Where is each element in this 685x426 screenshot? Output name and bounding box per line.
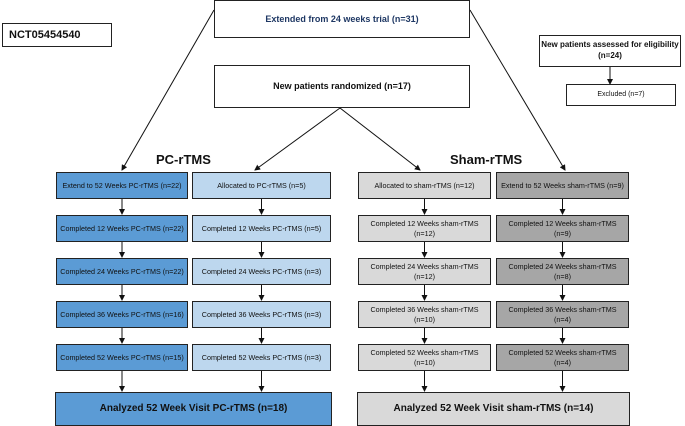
pc-new-stage-1: Completed 12 Weeks PC-rTMS (n=5) <box>192 215 331 242</box>
pc-new-stage-4: Completed 52 Weeks PC-rTMS (n=3) <box>192 344 331 371</box>
pc-new-stage-0: Allocated to PC-rTMS (n=5) <box>192 172 331 199</box>
sham-new-stage-0: Allocated to sham-rTMS (n=12) <box>358 172 491 199</box>
sham-extend-stage-text: Completed 24 Weeks sham-rTMS (n=8) <box>508 261 617 281</box>
sham-extend-stage-text: Completed 12 Weeks sham-rTMS (n=9) <box>508 218 617 238</box>
sham-new-stage-2: Completed 24 Weeks sham-rTMS (n=12) <box>358 258 491 285</box>
pc-extend-stage-text: Extend to 52 Weeks PC-rTMS (n=22) <box>62 180 182 190</box>
pc-new-stage-2: Completed 24 Weeks PC-rTMS (n=3) <box>192 258 331 285</box>
pc-heading: PC-rTMS <box>156 152 211 167</box>
sham-new-stage-4: Completed 52 Weeks sham-rTMS (n=10) <box>358 344 491 371</box>
pc-extend-stage-3: Completed 36 Weeks PC-rTMS (n=16) <box>56 301 188 328</box>
sham-extend-stage-4: Completed 52 Weeks sham-rTMS (n=4) <box>496 344 629 371</box>
assessed-box: New patients assessed for eligibility (n… <box>539 35 681 67</box>
pc-new-stage-text: Completed 24 Weeks PC-rTMS (n=3) <box>201 266 322 276</box>
pc-extend-stage-2: Completed 24 Weeks PC-rTMS (n=22) <box>56 258 188 285</box>
sham-new-stage-text: Completed 52 Weeks sham-rTMS (n=10) <box>370 347 479 367</box>
pc-extend-stage-text: Completed 24 Weeks PC-rTMS (n=22) <box>60 266 184 276</box>
sham-new-stage-1: Completed 12 Weeks sham-rTMS (n=12) <box>358 215 491 242</box>
extended-box: Extended from 24 weeks trial (n=31) <box>214 0 470 38</box>
sham-heading: Sham-rTMS <box>450 152 523 167</box>
sham-new-stage-text: Allocated to sham-rTMS (n=12) <box>374 180 475 190</box>
pc-extend-stage-0: Extend to 52 Weeks PC-rTMS (n=22) <box>56 172 188 199</box>
pc-extend-stage-4: Completed 52 Weeks PC-rTMS (n=15) <box>56 344 188 371</box>
pc-extend-stage-1: Completed 12 Weeks PC-rTMS (n=22) <box>56 215 188 242</box>
sham-new-stage-3: Completed 36 Weeks sham-rTMS (n=10) <box>358 301 491 328</box>
sham-extend-stage-2: Completed 24 Weeks sham-rTMS (n=8) <box>496 258 629 285</box>
excluded-text: Excluded (n=7) <box>597 91 645 99</box>
sham-extend-stage-text: Completed 52 Weeks sham-rTMS (n=4) <box>508 347 617 367</box>
pc-new-stage-text: Allocated to PC-rTMS (n=5) <box>217 180 306 190</box>
sham-extend-stage-text: Completed 36 Weeks sham-rTMS (n=4) <box>508 304 617 324</box>
sham-analyzed-text: Analyzed 52 Week Visit sham-rTMS (n=14) <box>393 403 594 415</box>
pc-new-stage-3: Completed 36 Weeks PC-rTMS (n=3) <box>192 301 331 328</box>
pc-analyzed-text: Analyzed 52 Week Visit PC-rTMS (n=18) <box>99 403 288 415</box>
excluded-box: Excluded (n=7) <box>566 84 676 106</box>
randomized-text: New patients randomized (n=17) <box>273 81 411 92</box>
sham-extend-stage-0: Extend to 52 Weeks sham-rTMS (n=9) <box>496 172 629 199</box>
trial-id: NCT05454540 <box>9 28 81 41</box>
sham-new-stage-text: Completed 12 Weeks sham-rTMS (n=12) <box>370 218 479 238</box>
assessed-text: New patients assessed for eligibility (n… <box>541 40 679 60</box>
sham-new-stage-text: Completed 24 Weeks sham-rTMS (n=12) <box>370 261 479 281</box>
pc-extend-stage-text: Completed 12 Weeks PC-rTMS (n=22) <box>60 223 184 233</box>
pc-extend-stage-text: Completed 52 Weeks PC-rTMS (n=15) <box>60 352 184 362</box>
sham-extend-stage-3: Completed 36 Weeks sham-rTMS (n=4) <box>496 301 629 328</box>
pc-new-stage-text: Completed 12 Weeks PC-rTMS (n=5) <box>201 223 322 233</box>
randomized-box: New patients randomized (n=17) <box>214 65 470 108</box>
pc-new-stage-text: Completed 52 Weeks PC-rTMS (n=3) <box>201 352 322 362</box>
sham-extend-stage-1: Completed 12 Weeks sham-rTMS (n=9) <box>496 215 629 242</box>
sham-extend-stage-text: Extend to 52 Weeks sham-rTMS (n=9) <box>501 180 624 190</box>
pc-new-stage-text: Completed 36 Weeks PC-rTMS (n=3) <box>201 309 322 319</box>
pc-extend-stage-text: Completed 36 Weeks PC-rTMS (n=16) <box>60 309 184 319</box>
sham-analyzed-box: Analyzed 52 Week Visit sham-rTMS (n=14) <box>357 392 630 426</box>
sham-new-stage-text: Completed 36 Weeks sham-rTMS (n=10) <box>370 304 479 324</box>
extended-text: Extended from 24 weeks trial (n=31) <box>265 13 419 24</box>
trial-id-box: NCT05454540 <box>2 23 112 47</box>
pc-analyzed-box: Analyzed 52 Week Visit PC-rTMS (n=18) <box>55 392 332 426</box>
